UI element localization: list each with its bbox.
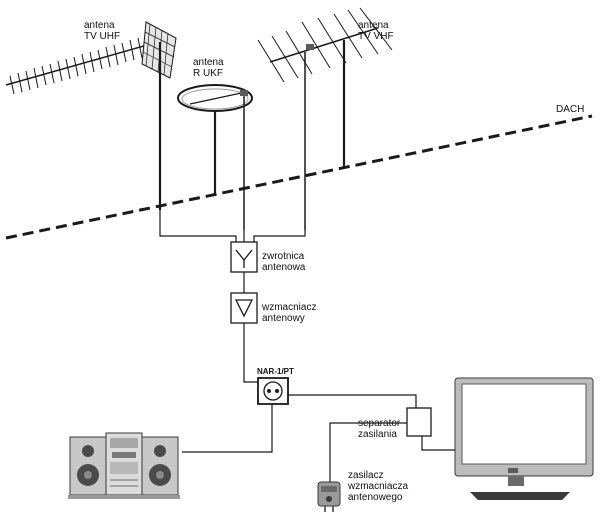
ukf-antenna-icon: [177, 84, 253, 230]
roof-label: DACH: [556, 104, 585, 115]
antenna-cables: [159, 210, 455, 482]
uhf-antenna-label: antena TV UHF: [84, 20, 121, 42]
splitter-label: zwrotnica antenowa: [262, 251, 306, 273]
amplifier-label: wzmacniacz antenowy: [262, 302, 317, 324]
vhf-antenna-label: antena TV VHF: [358, 20, 394, 42]
vhf-antenna-icon: [257, 7, 393, 230]
power-supply-icon: [317, 481, 341, 512]
separator-label: separator zasilania: [358, 418, 401, 440]
separator-box: [406, 407, 432, 437]
uhf-antenna-icon: [5, 21, 177, 210]
ukf-antenna-label: antena R UKF: [193, 57, 224, 79]
amplifier-box: [230, 292, 258, 324]
stereo-system-icon: [68, 432, 180, 499]
roof-line: [5, 114, 593, 240]
power-supply-label: zasilacz wzmacniacza antenowego: [348, 470, 409, 503]
socket-label: NAR-1/PT: [257, 367, 294, 376]
antenna-socket-icon: [257, 377, 289, 405]
tv-icon: [454, 377, 594, 500]
splitter-box: [230, 241, 258, 273]
